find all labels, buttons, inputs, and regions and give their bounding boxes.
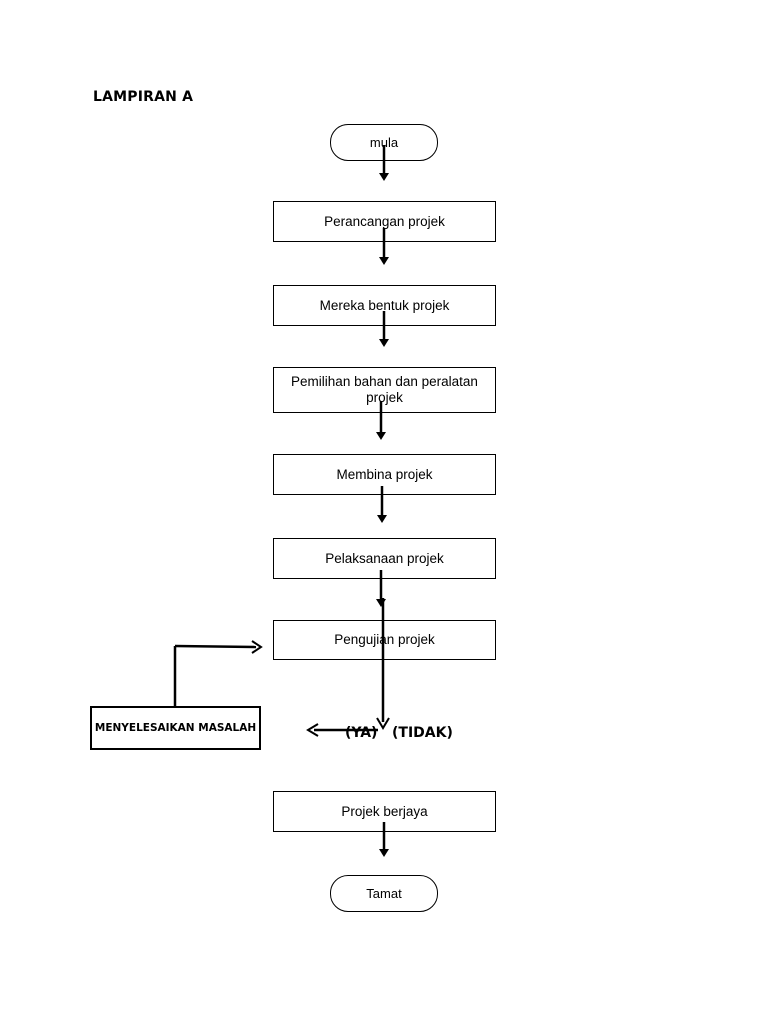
connector-fix-to-pengujian <box>174 644 257 649</box>
arrowhead-tamat <box>379 849 389 857</box>
arrowhead-to-pengujian <box>251 640 263 654</box>
step-pengujian: Pengujian projek <box>273 620 496 660</box>
arrowhead-pelaksanaan <box>377 515 387 523</box>
end-node: Tamat <box>330 875 438 912</box>
arrowhead-membina <box>376 432 386 440</box>
arrowhead-pengujian <box>376 599 386 607</box>
step-pemilihan-bahan: Pemilihan bahan dan peralatan projek <box>273 367 496 413</box>
step-membina: Membina projek <box>273 454 496 495</box>
branch-no-label: (TIDAK) <box>392 725 453 741</box>
arrowhead-decision-v <box>376 717 390 730</box>
step-pelaksanaan: Pelaksanaan projek <box>273 538 496 579</box>
arrowhead-perancangan <box>379 173 389 181</box>
arrowhead-pemilihan <box>379 339 389 347</box>
problem-solving-box: MENYELESAIKAN MASALAH <box>90 706 261 750</box>
page-heading: LAMPIRAN A <box>93 89 194 105</box>
step-perancangan: Perancangan projek <box>273 201 496 242</box>
arrowhead-to-fix <box>306 723 319 737</box>
arrowhead-mereka <box>379 257 389 265</box>
